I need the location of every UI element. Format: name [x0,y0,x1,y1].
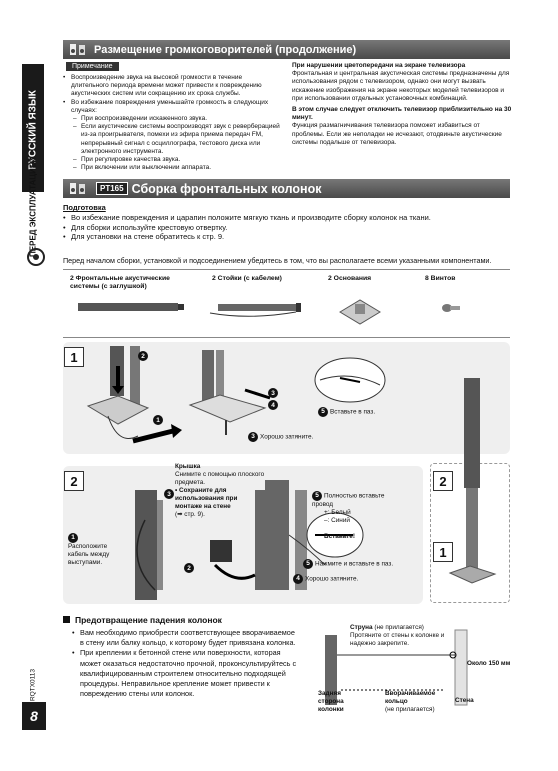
component-label: 8 Винтов [425,275,456,282]
tv-heading-2: В этом случае следует отключить телевизо… [292,105,512,122]
note-list: Воспроизведение звука на высокой громкос… [63,74,281,172]
step-number: 1 [64,347,84,367]
step-marker: 3 [164,489,174,499]
prep-heading: Подготовка [63,203,106,212]
step-marker: 2 [184,563,194,573]
string-note: Струна (не прилагается) Протяните от сте… [350,624,445,647]
speaker-icon [66,180,90,197]
prevention-title: Предотвращение падения колонок [63,615,222,625]
intro-text: Перед началом сборки, установкой и подсо… [63,256,492,265]
speaker-icon [66,41,90,58]
note-subitem: При включении или выключении аппарата. [63,164,281,172]
note-label: Примечание [66,62,119,71]
step-marker: 5 [318,407,328,417]
anti-fall-diagram [325,629,468,706]
assembled-speaker-drawing [448,378,497,584]
note-subitem: При регулировке качества звука. [63,156,281,164]
step-marker: 1 [68,533,78,543]
component-label: 2 Стойки (с кабелем) [212,275,282,282]
step-marker: 2 [138,351,148,361]
distance-label: Около 150 мм [467,660,511,667]
note-item: Во избежание повреждения уменьшайте гром… [63,99,281,115]
rear-side-label: Задняя сторона колонки [318,690,344,713]
base-image [339,299,381,325]
prevention-item: Вам необходимо приобрести соответствующе… [72,628,297,648]
disc-icon [27,248,45,266]
screw-icon [442,304,460,312]
preparation: Подготовка Во избежание повреждения и ца… [63,203,513,242]
component-label: 2 Основания [328,275,372,282]
divider [63,337,510,338]
prep-item: Для сборки используйте крестовую отвертк… [63,223,513,233]
prevention-item: При креплении к бетонной стене или повер… [72,648,297,699]
step-number: 2 [64,471,84,491]
prevention-list: Вам необходимо приобрести соответствующе… [72,628,297,699]
step-marker: 3 [248,432,258,442]
note-item: Воспроизведение звука на высокой громкос… [63,74,281,99]
step-1-stand-drawing [86,346,182,444]
stand-image [209,303,301,317]
side-step-number: 1 [433,542,453,562]
step-marker: 3 [268,388,278,398]
step-marker: 4 [268,400,278,410]
note-subitem: При воспроизведении искаженного звука. [63,115,281,123]
model-badge: PT165 [96,182,128,195]
step-marker: 1 [153,415,163,425]
side-step-number: 2 [433,471,453,491]
wall-label: Стена [455,697,474,704]
front-speaker-image [78,303,184,311]
tv-heading: При нарушении цветопередачи на экране те… [292,62,466,69]
divider [63,269,510,270]
language-tab [22,64,44,192]
page-number: 8 [22,702,46,730]
lid-note: Крышка Снимите с помощью плоского предме… [175,463,265,518]
step-marker: 5 [312,491,322,501]
section-header-assembly: PT165 Сборка фронтальных колонок [63,179,510,198]
ring-label: Вворачиваемое кольцо(не прилагается) [385,690,436,713]
step-1-screw-drawing [188,350,386,435]
section-title: Сборка фронтальных колонок [131,181,322,196]
tv-text: Фронтальная и центральная акустическая с… [292,70,510,102]
tv-text-2: Функция размагничивания телевизора помож… [292,122,502,146]
step-marker: 5 [303,559,313,569]
step-2-wire-drawing [265,480,364,590]
prep-item: Для установки на стене обратитесь к стр.… [63,232,513,242]
component-label: 2 Фронтальные акустические системы (с за… [70,275,170,291]
section-title: Размещение громкоговорителей (продолжени… [94,43,357,56]
tv-color-note: При нарушении цветопередачи на экране те… [292,62,512,147]
section-header-placement: Размещение громкоговорителей (продолжени… [63,40,510,59]
doc-code: RQTX0113 [29,668,37,702]
step-marker: 4 [293,574,303,584]
prep-item: Во избежание повреждения и царапин полож… [63,213,513,223]
section-label: ПЕРЕД ЭКСПЛУАТАЦИЕЙ [28,157,38,257]
note-subitem: Если акустические системы воспроизводят … [63,123,281,156]
